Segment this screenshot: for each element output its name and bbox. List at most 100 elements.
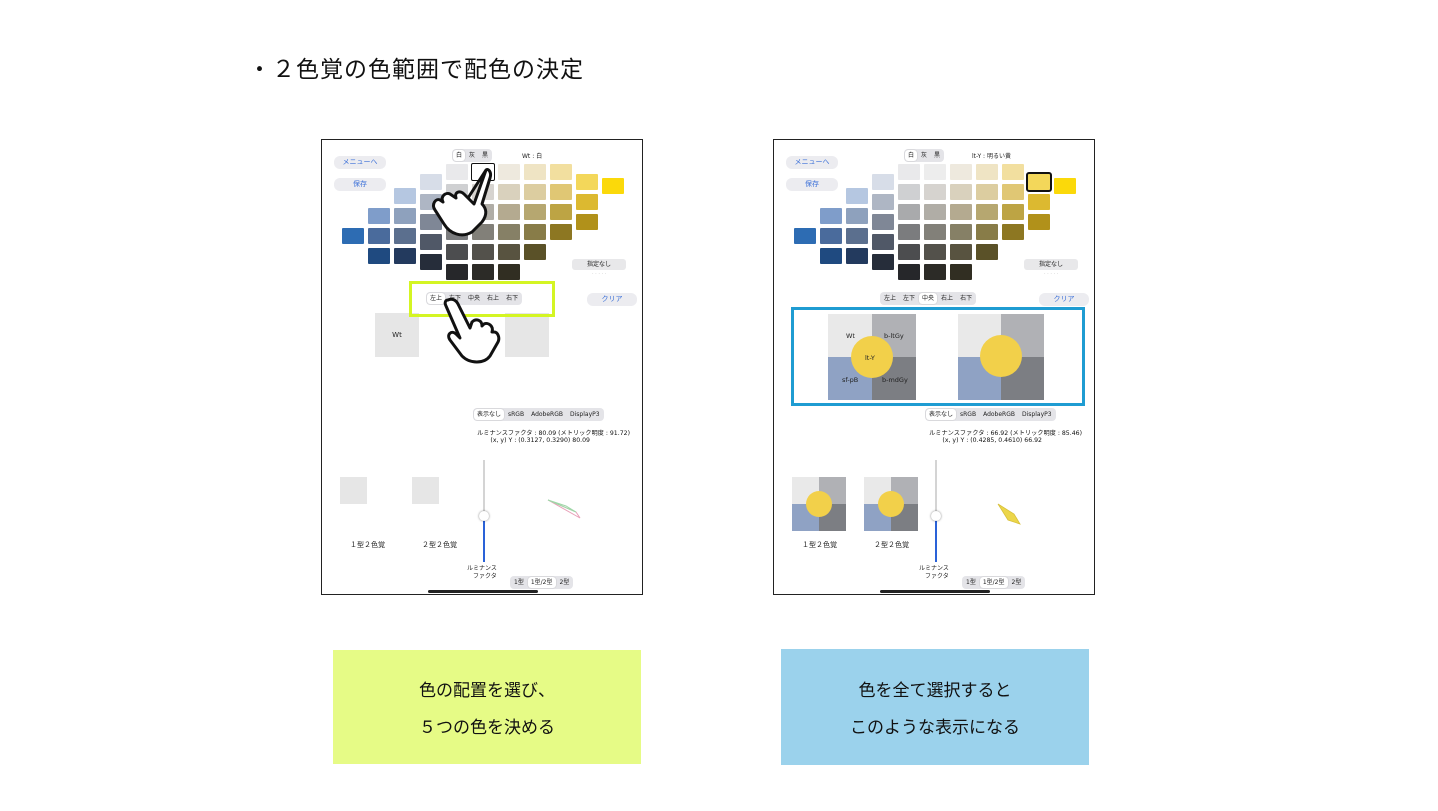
color-chip[interactable] bbox=[394, 188, 416, 204]
color-chip[interactable] bbox=[550, 224, 572, 240]
color-chip[interactable] bbox=[846, 228, 868, 244]
color-chip[interactable] bbox=[1026, 172, 1052, 192]
segment-black[interactable]: 黒 bbox=[482, 152, 489, 159]
gamut-displayp3[interactable]: DisplayP3 bbox=[570, 411, 600, 418]
color-chip[interactable] bbox=[794, 228, 816, 244]
color-chip[interactable] bbox=[550, 164, 572, 180]
clear-button[interactable]: クリア bbox=[587, 293, 637, 306]
color-chip[interactable] bbox=[820, 228, 842, 244]
vision-type-1[interactable]: 1型 bbox=[514, 579, 524, 586]
save-button[interactable]: 保存 bbox=[334, 178, 386, 191]
gamut-displayp3[interactable]: DisplayP3 bbox=[1022, 411, 1052, 418]
color-chip[interactable] bbox=[420, 254, 442, 270]
color-chip[interactable] bbox=[924, 264, 946, 280]
color-chip[interactable] bbox=[872, 214, 894, 230]
menu-button[interactable]: メニューへ bbox=[334, 156, 386, 169]
color-chip[interactable] bbox=[446, 264, 468, 280]
color-chip[interactable] bbox=[368, 208, 390, 224]
color-chip[interactable] bbox=[550, 184, 572, 200]
segment-gray[interactable]: 灰 bbox=[469, 152, 476, 159]
color-chip[interactable] bbox=[898, 224, 920, 240]
color-chip[interactable] bbox=[976, 204, 998, 220]
luminance-slider-track[interactable] bbox=[935, 460, 937, 562]
color-chip[interactable] bbox=[1028, 214, 1050, 230]
vision-type-2[interactable]: 2型 bbox=[559, 579, 570, 586]
position-top-right[interactable]: 右上 bbox=[941, 295, 954, 302]
color-chip[interactable] bbox=[472, 244, 494, 260]
unspecified-button[interactable]: 指定なし bbox=[572, 259, 626, 270]
position-top-right[interactable]: 右上 bbox=[487, 295, 500, 302]
color-chip[interactable] bbox=[576, 194, 598, 210]
gamut-none[interactable]: 表示なし bbox=[926, 409, 957, 420]
color-chip[interactable] bbox=[950, 204, 972, 220]
position-top-left[interactable]: 左上 bbox=[884, 295, 897, 302]
gamut-adobergb[interactable]: AdobeRGB bbox=[531, 411, 563, 418]
color-chip[interactable] bbox=[898, 204, 920, 220]
gamut-none[interactable]: 表示なし bbox=[474, 409, 505, 420]
color-chip[interactable] bbox=[368, 248, 390, 264]
vision-type-1-2[interactable]: 1型/2型 bbox=[979, 577, 1008, 588]
color-chip[interactable] bbox=[576, 174, 598, 190]
gamut-srgb[interactable]: sRGB bbox=[508, 411, 525, 418]
color-chip[interactable] bbox=[846, 248, 868, 264]
menu-button[interactable]: メニューへ bbox=[786, 156, 838, 169]
color-chip[interactable] bbox=[872, 194, 894, 210]
color-chip[interactable] bbox=[524, 184, 546, 200]
color-chip[interactable] bbox=[498, 164, 520, 180]
color-chip[interactable] bbox=[950, 164, 972, 180]
color-chip[interactable] bbox=[524, 224, 546, 240]
color-chip[interactable] bbox=[472, 264, 494, 280]
color-chip[interactable] bbox=[976, 244, 998, 260]
save-button[interactable]: 保存 bbox=[786, 178, 838, 191]
color-chip[interactable] bbox=[420, 214, 442, 230]
color-chip[interactable] bbox=[976, 164, 998, 180]
color-chip[interactable] bbox=[872, 234, 894, 250]
position-bottom-left[interactable]: 左下 bbox=[449, 295, 462, 302]
color-chip[interactable] bbox=[872, 174, 894, 190]
color-chip[interactable] bbox=[394, 248, 416, 264]
color-chip[interactable] bbox=[446, 244, 468, 260]
color-chip[interactable] bbox=[898, 264, 920, 280]
color-chip[interactable] bbox=[1002, 184, 1024, 200]
luminance-slider-knob[interactable] bbox=[931, 511, 941, 522]
color-chip[interactable] bbox=[446, 164, 468, 180]
color-chip[interactable] bbox=[524, 244, 546, 260]
color-chip[interactable] bbox=[394, 208, 416, 224]
color-chip[interactable] bbox=[976, 184, 998, 200]
unspecified-button[interactable]: 指定なし bbox=[1024, 259, 1078, 270]
vision-type-1[interactable]: 1型 bbox=[966, 579, 976, 586]
position-center[interactable]: 中央 bbox=[919, 293, 938, 304]
gamut-adobergb[interactable]: AdobeRGB bbox=[983, 411, 1015, 418]
color-chip[interactable] bbox=[1054, 178, 1076, 194]
luminance-slider-knob[interactable] bbox=[479, 511, 489, 522]
position-bottom-right[interactable]: 右下 bbox=[960, 295, 973, 302]
color-chip[interactable] bbox=[1002, 204, 1024, 220]
color-chip[interactable] bbox=[524, 204, 546, 220]
segment-black[interactable]: 黒 bbox=[934, 152, 941, 159]
color-chip[interactable] bbox=[550, 204, 572, 220]
color-chip[interactable] bbox=[498, 264, 520, 280]
color-chip[interactable] bbox=[820, 248, 842, 264]
color-chip[interactable] bbox=[924, 184, 946, 200]
color-chip[interactable] bbox=[420, 234, 442, 250]
color-chip[interactable] bbox=[498, 204, 520, 220]
color-chip[interactable] bbox=[1002, 224, 1024, 240]
segment-white[interactable]: 白 bbox=[905, 150, 918, 161]
color-chip[interactable] bbox=[420, 174, 442, 190]
color-chip[interactable] bbox=[950, 184, 972, 200]
color-chip[interactable] bbox=[1002, 164, 1024, 180]
color-chip[interactable] bbox=[394, 228, 416, 244]
color-chip[interactable] bbox=[846, 188, 868, 204]
color-chip[interactable] bbox=[602, 178, 624, 194]
color-chip[interactable] bbox=[976, 224, 998, 240]
color-chip[interactable] bbox=[924, 204, 946, 220]
color-chip[interactable] bbox=[498, 244, 520, 260]
vision-type-1-2[interactable]: 1型/2型 bbox=[527, 577, 556, 588]
color-chip[interactable] bbox=[950, 244, 972, 260]
color-chip[interactable] bbox=[368, 228, 390, 244]
luminance-slider-track[interactable] bbox=[483, 460, 485, 562]
segment-gray[interactable]: 灰 bbox=[921, 152, 928, 159]
color-chip[interactable] bbox=[498, 184, 520, 200]
color-chip[interactable] bbox=[576, 214, 598, 230]
color-chip[interactable] bbox=[524, 164, 546, 180]
